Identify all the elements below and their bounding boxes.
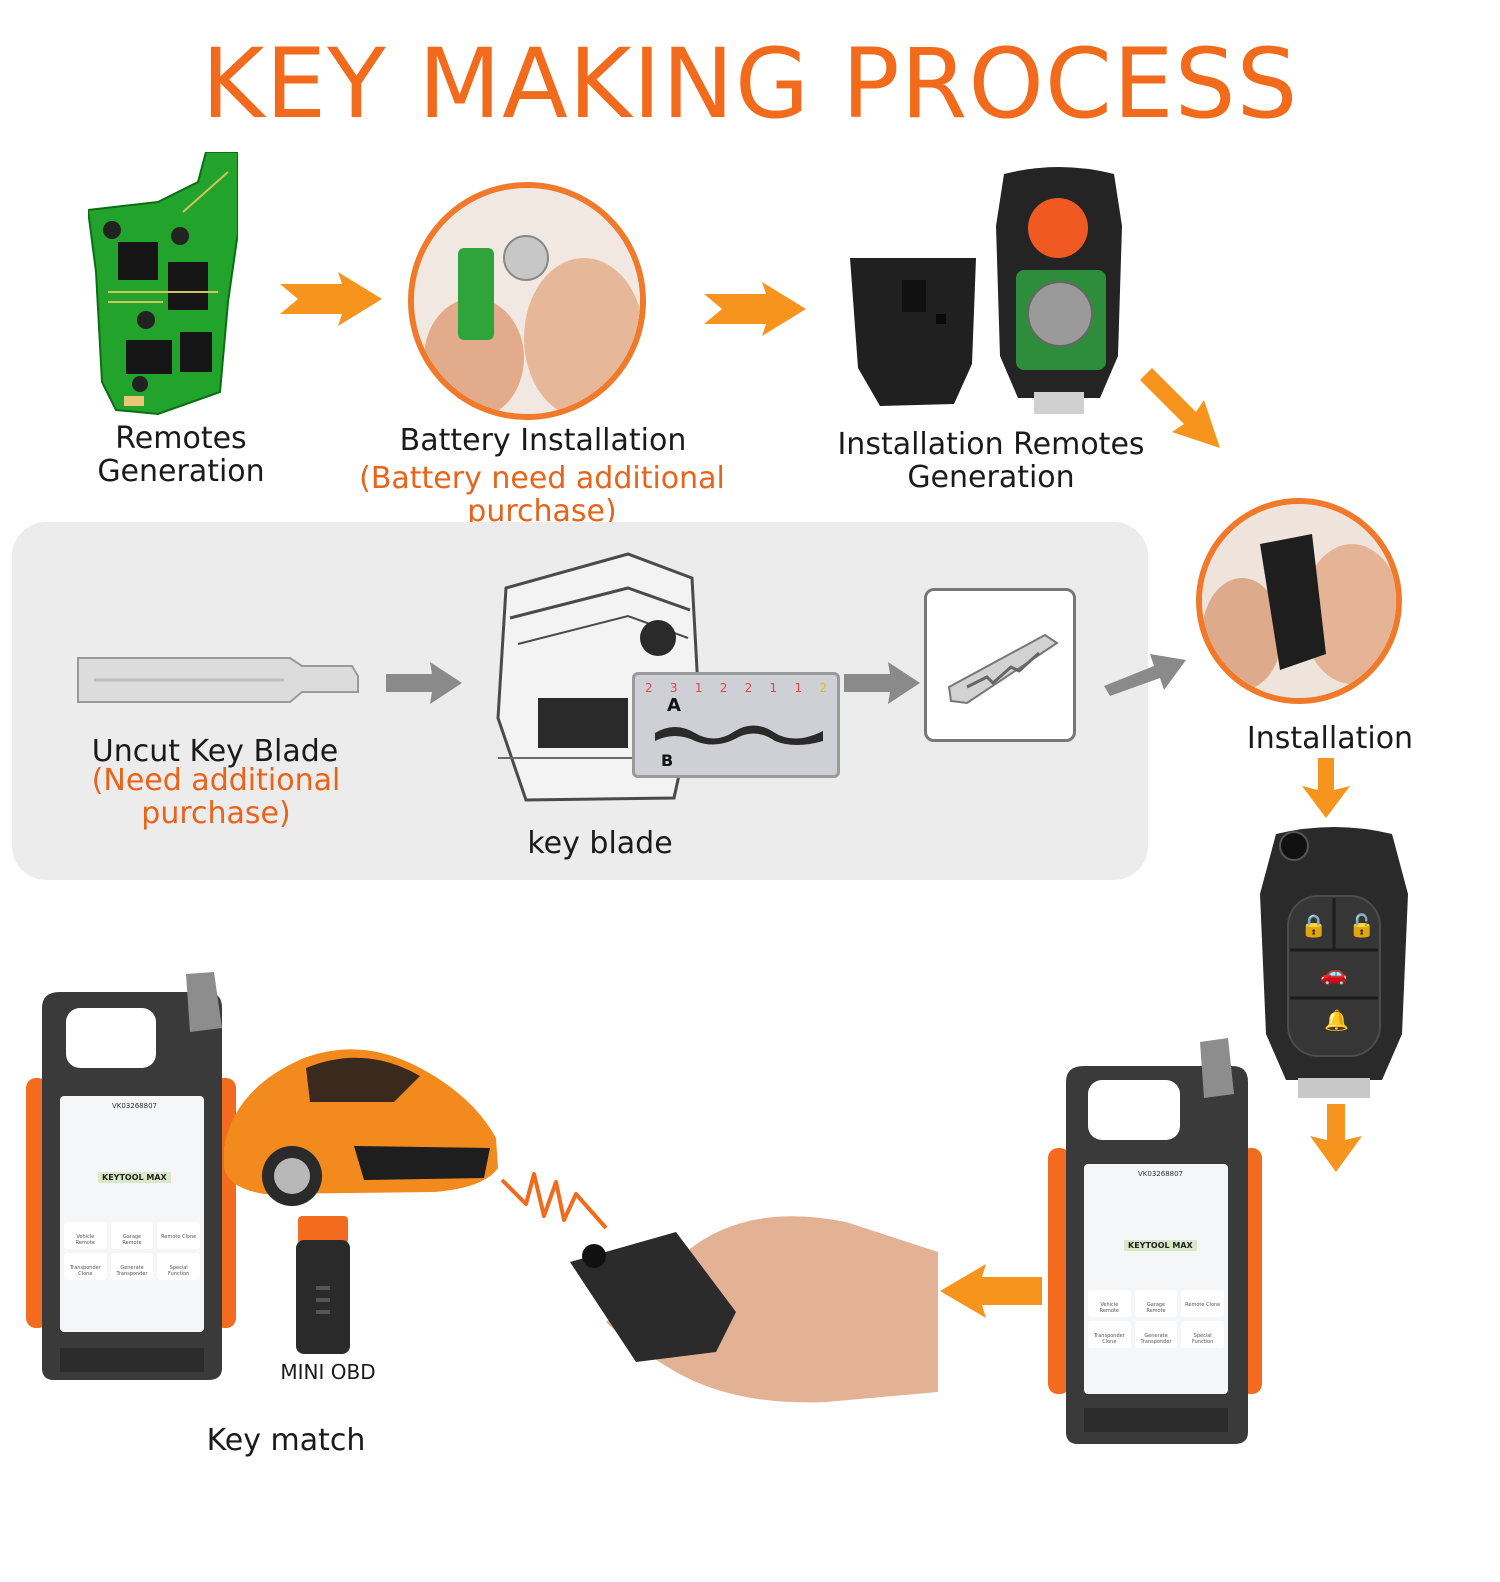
menu-tile[interactable]: Vehicle Remote xyxy=(64,1222,107,1249)
cut-depth-digit: 2 xyxy=(645,681,653,695)
installation-remotes-label: Installation Remotes Generation xyxy=(837,427,1145,495)
uncut-blade-image xyxy=(74,652,364,710)
device-serial: VK03268807 xyxy=(112,1102,158,1110)
cut-depth-digit: 2 xyxy=(744,681,753,695)
arrow-down-icon xyxy=(1300,756,1352,820)
arrow-right-icon xyxy=(1100,646,1190,700)
device-brand: KEYTOOL MAX xyxy=(98,1172,171,1183)
menu-tile[interactable]: Special Function xyxy=(157,1253,200,1280)
keytool-max-device-right: VK03268807 KEYTOOL MAX Vehicle Remote Ga… xyxy=(1048,1036,1262,1448)
pcb-image xyxy=(88,152,238,418)
menu-tile[interactable]: Remote Clone xyxy=(157,1222,200,1249)
cut-depth-digit: 2 xyxy=(719,681,728,695)
battery-note: (Battery need additional purchase) xyxy=(359,461,725,529)
menu-tile[interactable]: Garage Remote xyxy=(110,1222,154,1249)
cut-depth-digit: 2 xyxy=(819,681,827,695)
remote-shell-image xyxy=(846,254,980,410)
device-brand: KEYTOOL MAX xyxy=(1124,1240,1197,1251)
arrow-right-icon xyxy=(702,280,808,338)
arrow-right-icon xyxy=(278,270,384,328)
battery-installation-label: Battery Installation xyxy=(399,423,687,458)
menu-tile[interactable]: Garage Remote xyxy=(1134,1290,1178,1317)
trunk-icon: 🚗 xyxy=(1320,962,1348,987)
remotes-generation-label: Remotes Generation xyxy=(97,421,265,489)
installation-label: Installation xyxy=(1246,721,1414,756)
uncut-blade-note: (Need additional purchase) xyxy=(91,763,341,831)
orange-car-image xyxy=(214,1028,504,1212)
signal-zigzag-icon xyxy=(500,1160,610,1240)
page-title: KEY MAKING PROCESS xyxy=(201,28,1299,140)
menu-tile[interactable]: Vehicle Remote xyxy=(1088,1290,1131,1317)
battery-installation-image xyxy=(408,182,646,420)
device-serial: VK03268807 xyxy=(1138,1170,1184,1178)
menu-tile[interactable]: Remote Clone xyxy=(1181,1290,1224,1317)
cut-depth-digit: 1 xyxy=(694,681,703,695)
cut-depth-digit: 3 xyxy=(669,681,678,695)
cut-blade-image xyxy=(924,588,1076,742)
menu-tile[interactable]: Transponder Clone xyxy=(64,1253,107,1280)
unlock-icon: 🔓 xyxy=(1348,914,1376,939)
marker-b: B xyxy=(661,751,674,770)
installation-image xyxy=(1196,498,1402,704)
mini-obd-label: MINI OBD xyxy=(280,1360,376,1384)
finished-flip-key-image: 🔒 🔓 🚗 🔔 xyxy=(1256,824,1412,1100)
cut-depth-digit: 1 xyxy=(794,681,803,695)
arrow-right-icon xyxy=(384,658,464,708)
mini-obd-image xyxy=(292,1216,354,1356)
arrow-left-icon xyxy=(938,1262,1044,1320)
menu-tile[interactable]: Special Function xyxy=(1181,1321,1224,1348)
menu-tile[interactable]: Transponder Clone xyxy=(1088,1321,1131,1348)
cut-depth-digit: 1 xyxy=(769,681,778,695)
key-match-label: Key match xyxy=(206,1423,366,1458)
lock-icon: 🔒 xyxy=(1300,914,1328,939)
keytool-max-device-left: VK03268807 KEYTOOL MAX Vehicle Remote Ga… xyxy=(26,968,236,1384)
panic-icon: 🔔 xyxy=(1324,1008,1349,1032)
marker-a: A xyxy=(667,695,681,716)
menu-tile[interactable]: Generate Transponder xyxy=(1134,1321,1178,1348)
hand-holding-remote-image xyxy=(566,1192,938,1410)
arrow-down-icon xyxy=(1134,362,1226,454)
key-blade-label: key blade xyxy=(527,826,673,861)
uncut-blade-label: Uncut Key Blade xyxy=(91,734,339,769)
arrow-down-icon xyxy=(1308,1102,1364,1174)
cutting-screen: 2 3 1 2 2 1 1 2 A B xyxy=(632,672,840,778)
menu-tile[interactable]: Generate Transponder xyxy=(110,1253,154,1280)
open-remote-image xyxy=(990,166,1128,416)
arrow-right-icon xyxy=(842,658,922,708)
